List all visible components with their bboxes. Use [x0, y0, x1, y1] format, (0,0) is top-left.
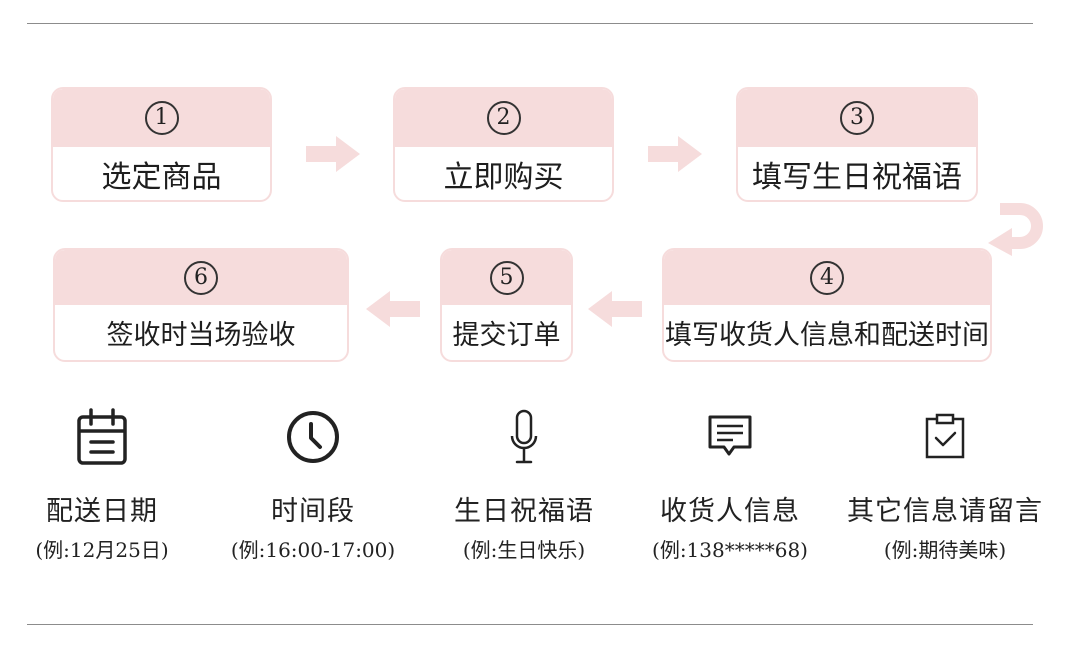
step-6-sign-and-inspect: 6 签收时当场验收 — [53, 248, 349, 362]
step-2-buy-now: 2 立即购买 — [393, 87, 614, 202]
step-label: 选定商品 — [101, 159, 222, 195]
microphone-icon — [424, 407, 624, 467]
u-turn-arrow-icon — [988, 203, 1043, 256]
step-label: 提交订单 — [452, 320, 561, 351]
clipboard-check-icon — [845, 407, 1045, 467]
step-label: 立即购买 — [443, 159, 564, 195]
feature-title: 收货人信息 — [660, 496, 800, 527]
step-number-badge: 5 — [489, 260, 524, 295]
top-divider — [27, 23, 1033, 24]
bottom-divider — [27, 624, 1033, 625]
step-number-badge: 2 — [486, 101, 521, 135]
arrow-left-icon — [588, 291, 642, 327]
step-number-badge: 3 — [840, 101, 874, 135]
feature-example: (例:16:00-17:00) — [230, 538, 396, 562]
feature-title: 生日祝福语 — [454, 496, 594, 527]
arrow-right-icon — [306, 136, 360, 172]
clock-icon — [213, 407, 413, 467]
feature-title: 其它信息请留言 — [847, 496, 1043, 527]
step-number-badge: 1 — [144, 101, 179, 135]
step-label: 填写收货人信息和配送时间 — [665, 320, 989, 351]
message-icon — [630, 407, 830, 467]
feature-example: (例:12月25日) — [35, 538, 169, 562]
step-label: 填写生日祝福语 — [752, 159, 962, 195]
feature-example: (例:生日快乐) — [462, 538, 586, 562]
step-number-badge: 4 — [810, 260, 844, 295]
calendar-icon — [2, 407, 202, 467]
arrow-right-icon — [648, 136, 702, 172]
feature-example: (例:138*****68) — [652, 538, 808, 562]
feature-title: 时间段 — [271, 496, 355, 527]
step-5-submit-order: 5 提交订单 — [440, 248, 573, 362]
step-number-badge: 6 — [184, 260, 218, 295]
step-1-select-product: 1 选定商品 — [51, 87, 272, 202]
step-4-recipient-info: 4 填写收货人信息和配送时间 — [662, 248, 992, 362]
feature-birthday-message: 生日祝福语 (例:生日快乐) — [424, 407, 624, 563]
step-label: 签收时当场验收 — [106, 320, 296, 351]
feature-delivery-date: 配送日期 (例:12月25日) — [2, 407, 202, 563]
feature-example: (例:期待美味) — [883, 538, 1007, 562]
feature-other-notes: 其它信息请留言 (例:期待美味) — [845, 407, 1045, 563]
feature-time-slot: 时间段 (例:16:00-17:00) — [213, 407, 413, 563]
feature-recipient-info: 收货人信息 (例:138*****68) — [630, 407, 830, 563]
feature-title: 配送日期 — [46, 496, 158, 527]
step-3-birthday-message: 3 填写生日祝福语 — [736, 87, 978, 202]
arrow-left-icon — [366, 291, 420, 327]
